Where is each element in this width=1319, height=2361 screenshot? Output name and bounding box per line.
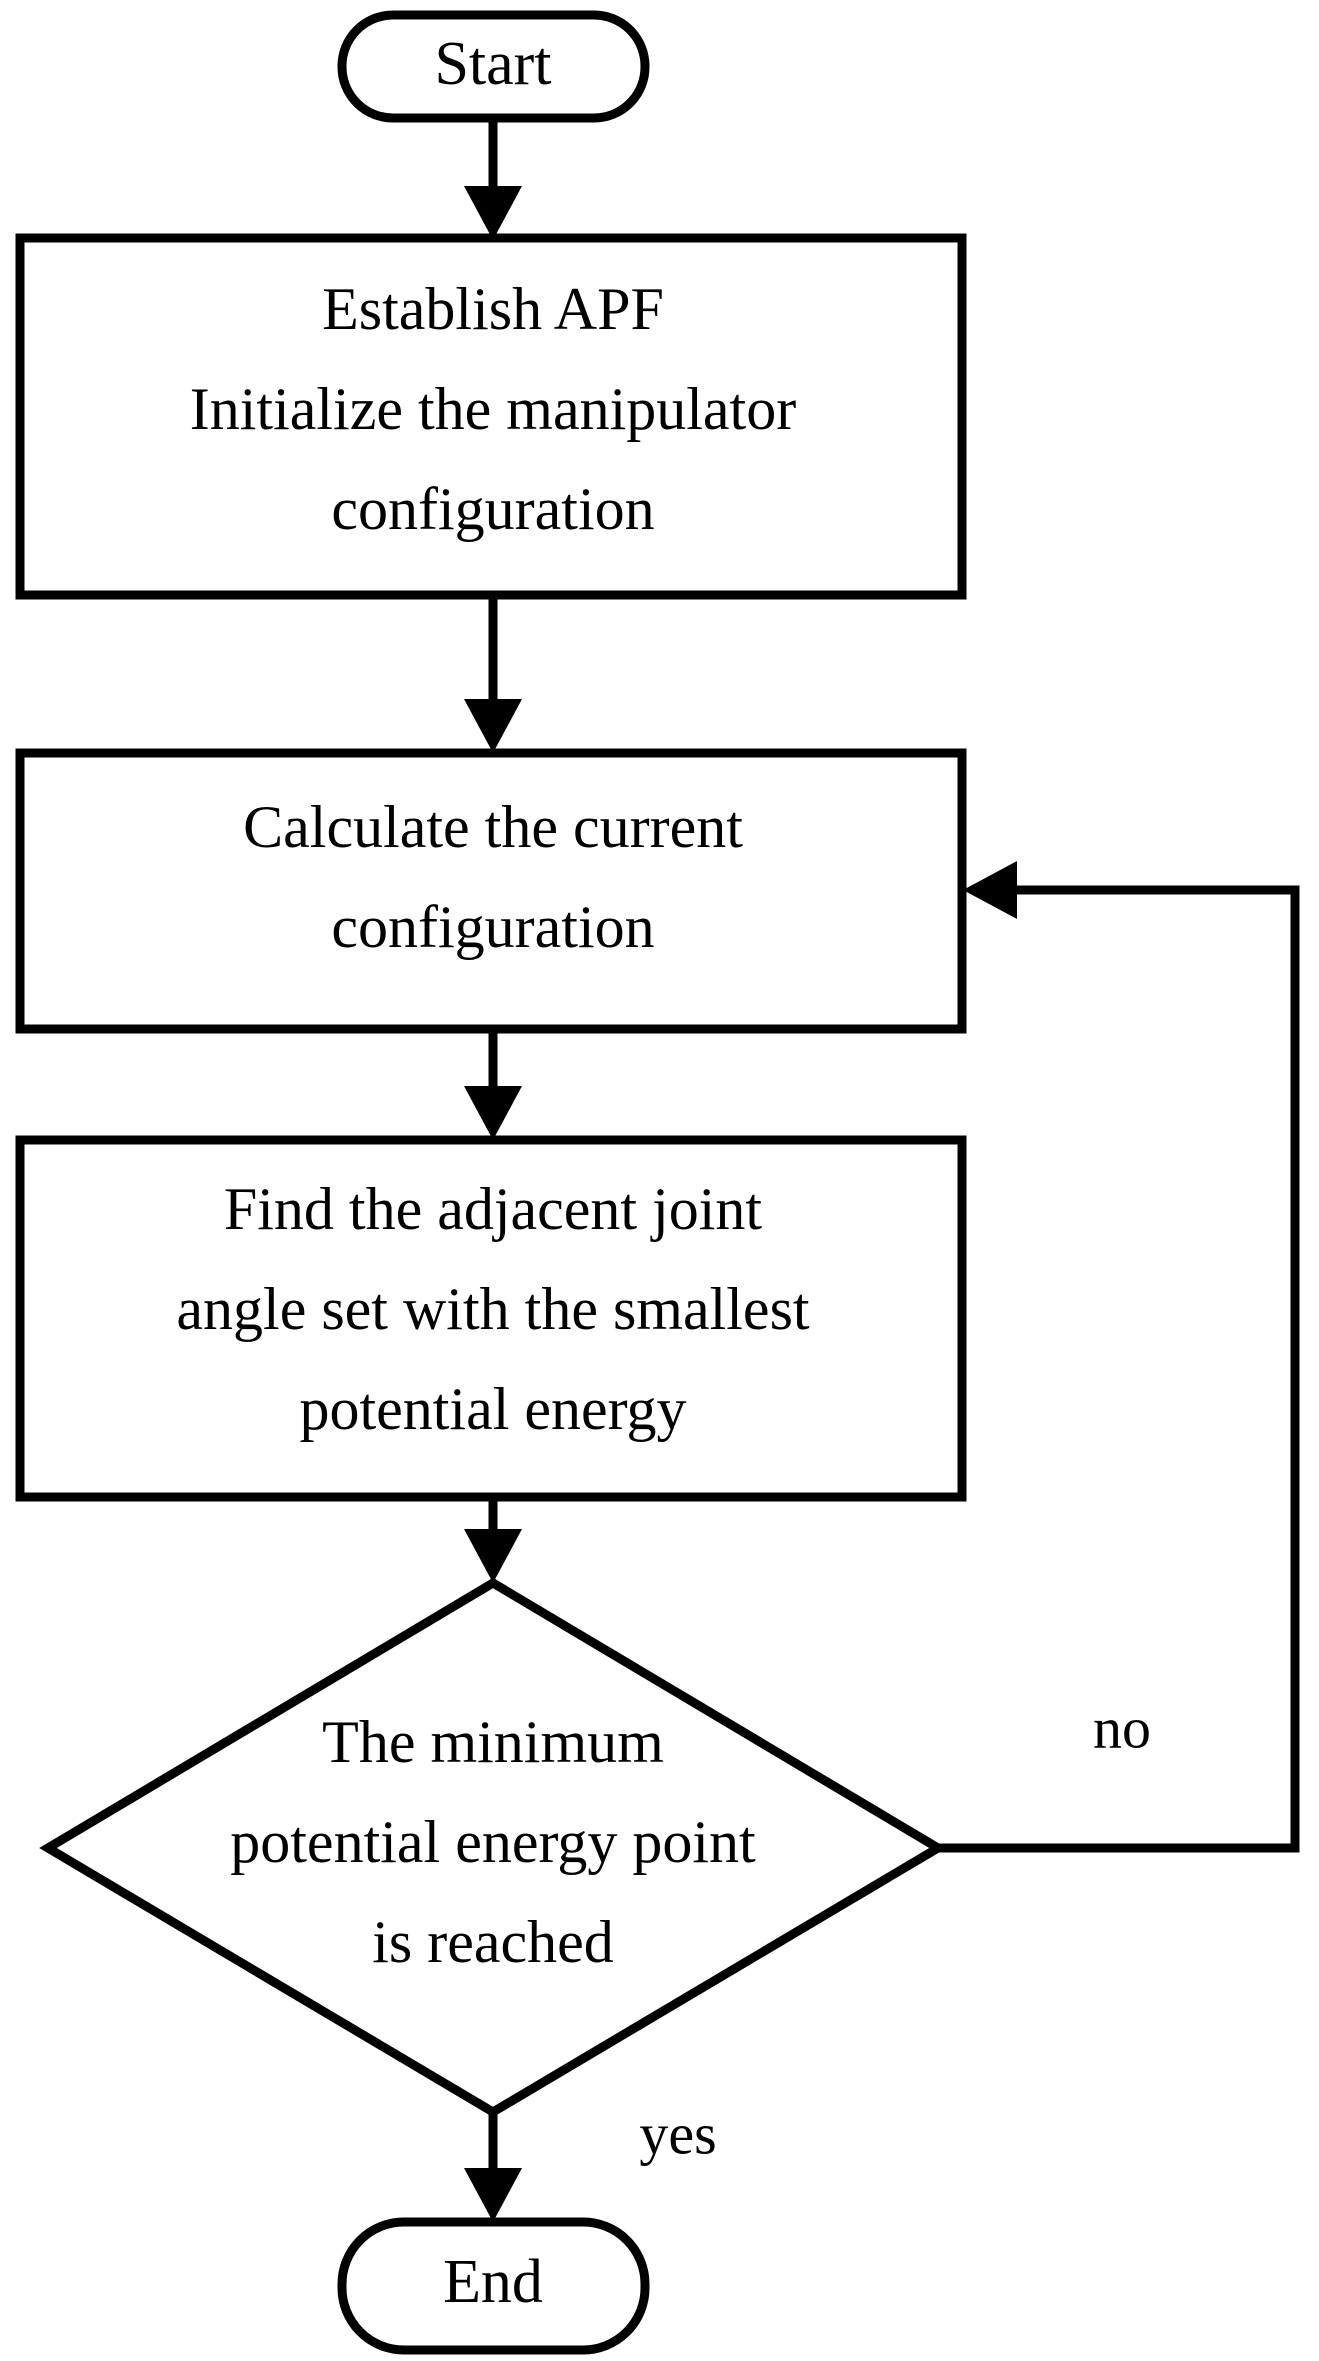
node-end[interactable]: End <box>337 2217 650 2355</box>
node-find-line-3: potential energy <box>299 1376 686 1442</box>
node-establish-apf[interactable]: Establish APF Initialize the manipulator… <box>15 233 967 600</box>
edge-calculate-to-find <box>464 1029 522 1140</box>
edge-establish-to-calculate <box>464 595 522 753</box>
node-end-label: End <box>443 2248 543 2316</box>
node-start[interactable]: Start <box>337 10 650 123</box>
edge-find-to-decision <box>464 1497 522 1583</box>
node-decision-line-3: is reached <box>372 1909 614 1975</box>
node-establish-apf-line-1: Establish APF <box>322 276 664 342</box>
node-calculate-line-1: Calculate the current <box>243 794 743 860</box>
node-decision-line-1: The minimum <box>322 1709 664 1775</box>
node-calculate-line-2: configuration <box>331 894 654 960</box>
edge-start-to-establish <box>464 118 522 240</box>
node-decision-line-2: potential energy point <box>230 1809 756 1875</box>
node-start-label: Start <box>434 30 551 98</box>
node-find-line-1: Find the adjacent joint <box>224 1176 763 1242</box>
edge-decision-no-loop <box>938 861 1300 1853</box>
node-establish-apf-line-3: configuration <box>331 476 654 542</box>
edge-decision-yes-to-end <box>464 2112 522 2222</box>
node-minimum-potential-energy-check[interactable]: The minimum potential energy point is re… <box>39 1577 947 2118</box>
edge-label-yes: yes <box>639 2101 716 2166</box>
node-find-line-2: angle set with the smallest <box>176 1276 810 1342</box>
node-find-adjacent-joint-angle-set[interactable]: Find the adjacent joint angle set with t… <box>15 1135 967 1502</box>
node-establish-apf-line-2: Initialize the manipulator <box>190 376 796 442</box>
node-calculate-current-configuration[interactable]: Calculate the current configuration <box>15 748 967 1034</box>
edge-label-no: no <box>1093 1695 1151 1760</box>
